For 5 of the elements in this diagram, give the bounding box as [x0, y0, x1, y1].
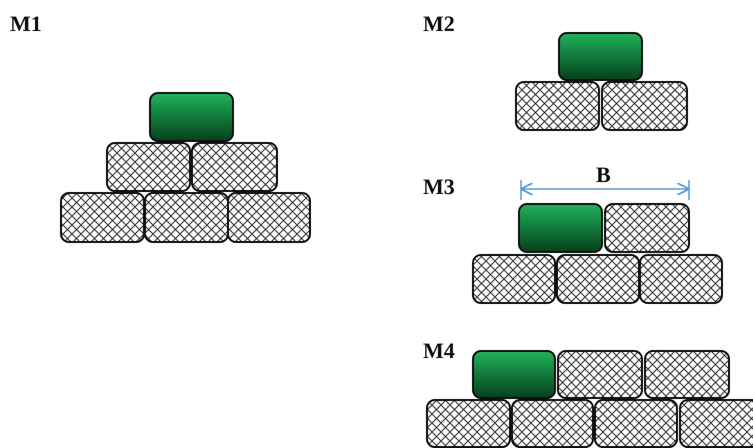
panel-label: M2	[423, 13, 455, 35]
panel-label: M4	[423, 340, 455, 362]
panel-label: M3	[423, 176, 455, 198]
dimension-label: B	[596, 164, 611, 186]
panel-label: M1	[10, 13, 42, 35]
